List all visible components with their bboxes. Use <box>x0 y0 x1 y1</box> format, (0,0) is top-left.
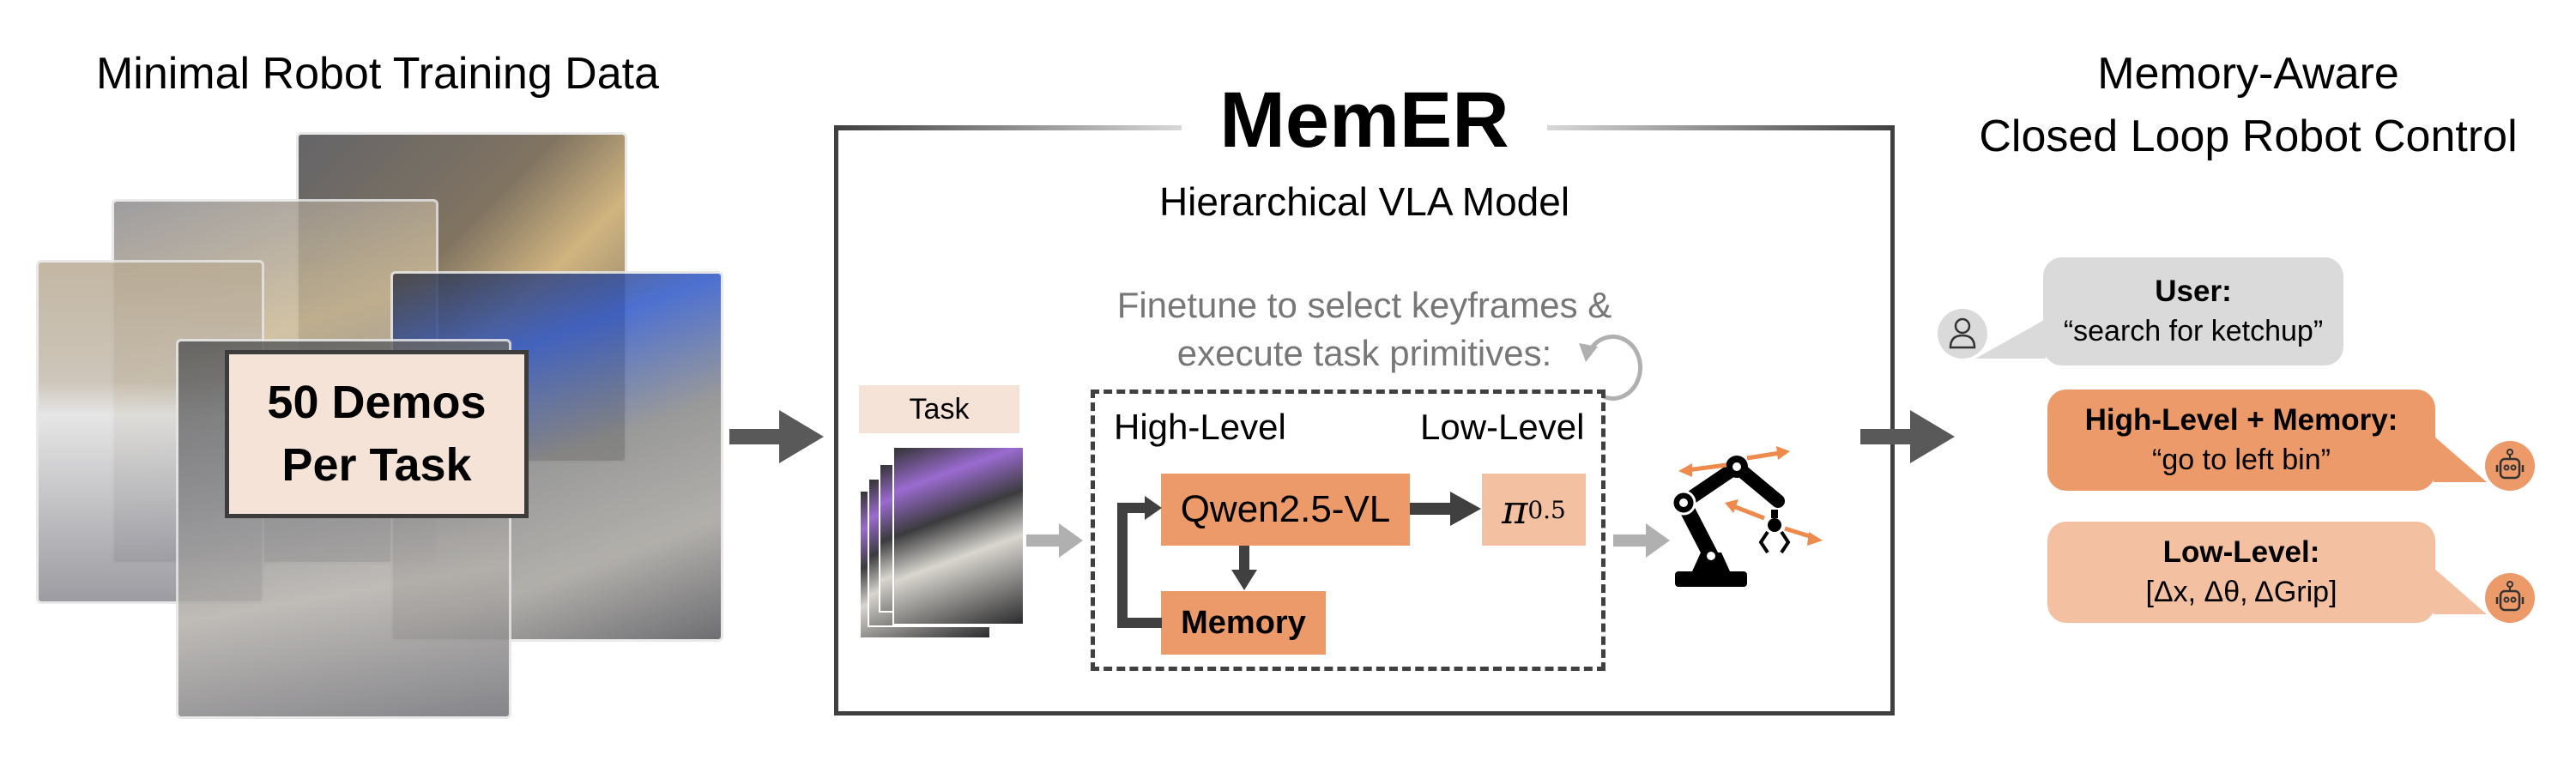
low-level-message-bubble: Low-Level: [Δx, Δθ, ΔGrip] <box>2047 522 2435 623</box>
robot-arm-icon <box>1671 446 1823 587</box>
output-arrow-icon <box>1613 523 1670 558</box>
robot-icon <box>2495 581 2525 612</box>
keyframe-image <box>892 446 1025 625</box>
robot-avatar <box>2485 573 2535 623</box>
message-text: “go to left bin” <box>2152 443 2331 476</box>
left-panel-title: Minimal Robot Training Data <box>95 49 660 99</box>
high-level-label: High-Level <box>1114 407 1286 447</box>
memory-box: Memory <box>1161 591 1326 655</box>
pi-subscript: 0.5 <box>1527 495 1566 524</box>
demos-per-task-box: 50 Demos Per Task <box>225 350 529 518</box>
loop-arrow-icon <box>1579 334 1642 401</box>
model-subtitle: Hierarchical VLA Model <box>1158 179 1570 224</box>
task-label-box: Task <box>859 385 1019 433</box>
hierarchy-dashed-box <box>1091 390 1605 671</box>
message-speaker: High-Level + Memory: <box>2084 403 2398 438</box>
memer-title: MemER <box>1219 76 1509 164</box>
right-title-line2: Closed Loop Robot Control <box>1979 111 2518 161</box>
qwen-to-memory-arrow <box>1239 546 1249 571</box>
message-text: [Δx, Δθ, ΔGrip] <box>2145 575 2337 608</box>
message-speaker: User: <box>2155 275 2232 309</box>
hl-bubble-tail <box>2434 436 2487 482</box>
right-title-line1: Memory-Aware <box>2097 49 2399 99</box>
user-icon <box>1949 317 1976 349</box>
robot-avatar <box>2485 441 2535 491</box>
memer-model-box <box>834 127 1895 716</box>
internal-arrows <box>1117 492 1481 628</box>
flow-arrow-icon <box>1860 410 1955 463</box>
message-speaker: Low-Level: <box>2162 535 2320 570</box>
pi-symbol: π <box>1502 486 1528 533</box>
demos-line1: 50 Demos <box>267 377 487 429</box>
input-arrow-icon <box>1026 523 1083 558</box>
message-text: “search for ketchup” <box>2063 314 2324 347</box>
flow-arrow-icon <box>729 410 824 463</box>
user-avatar <box>1938 309 1987 359</box>
qwen-model-box: Qwen2.5-VL <box>1161 474 1410 546</box>
box-top-border-right <box>1547 125 1895 130</box>
user-message-bubble: User: “search for ketchup” <box>2043 257 2343 365</box>
demos-line2: Per Task <box>281 439 472 491</box>
high-level-message-bubble: High-Level + Memory: “go to left bin” <box>2047 390 2435 491</box>
low-level-label: Low-Level <box>1420 407 1585 447</box>
robot-icon <box>2495 449 2525 480</box>
memory-feedback-arrow <box>1117 503 1162 628</box>
finetune-caption: Finetune to select keyframes & execute t… <box>1038 281 1690 377</box>
finetune-line2: execute task primitives: <box>1176 333 1552 373</box>
finetune-line1: Finetune to select keyframes & <box>1116 285 1612 325</box>
ll-bubble-tail <box>2434 568 2487 614</box>
user-bubble-tail <box>1975 319 2046 359</box>
right-panel-title: Memory-Aware Closed Loop Robot Control <box>1922 43 2574 168</box>
box-top-border-left <box>834 125 1182 130</box>
qwen-to-pi-arrow <box>1410 503 1453 515</box>
